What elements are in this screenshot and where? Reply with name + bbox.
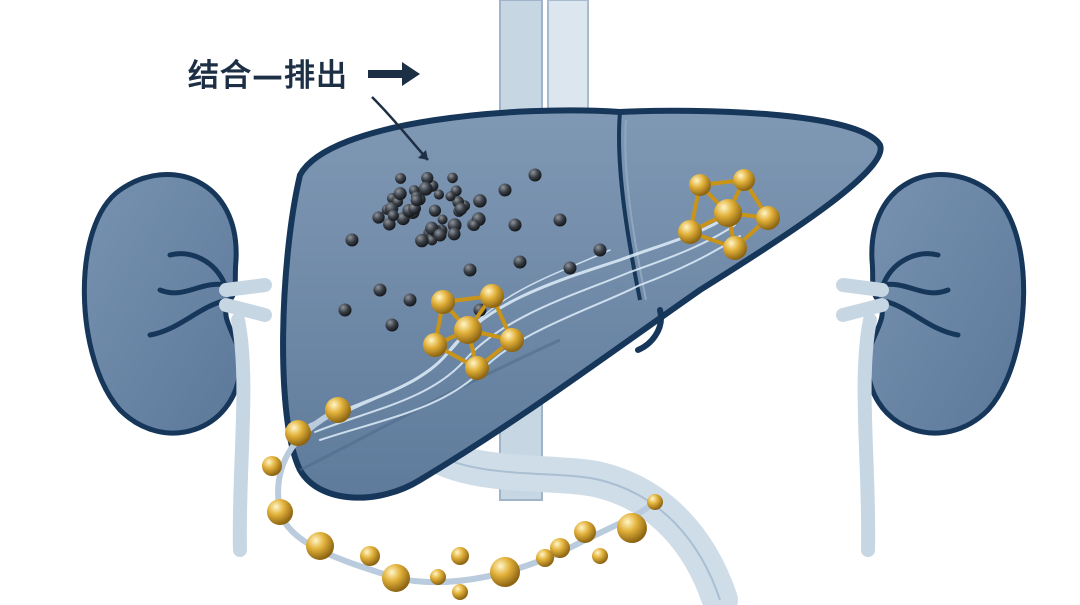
- gold-bead-chain: [262, 397, 663, 600]
- right-kidney: [836, 172, 1027, 557]
- toxin-dot: [437, 214, 448, 225]
- toxin-dot: [373, 283, 387, 297]
- annotation-label: 结合—排出: [188, 58, 348, 94]
- toxin-dot: [421, 171, 434, 185]
- toxin-dot: [345, 233, 359, 247]
- gold-atom: [500, 328, 524, 352]
- gold-bead: [647, 494, 663, 510]
- gold-atom: [423, 333, 447, 357]
- gold-bead: [325, 397, 351, 423]
- gold-bead: [536, 549, 554, 567]
- toxin-dot: [338, 303, 352, 317]
- gold-bead: [430, 569, 446, 585]
- gold-bead: [285, 420, 311, 446]
- toxin-dot: [418, 181, 433, 196]
- toxin-particles: [338, 168, 607, 332]
- toxin-dot: [447, 227, 461, 241]
- left-kidney: [81, 172, 272, 557]
- gold-atom: [723, 236, 747, 260]
- gold-atom: [431, 290, 455, 314]
- toxin-dot: [415, 233, 429, 248]
- toxin-dot: [433, 228, 447, 242]
- toxin-dot: [454, 202, 468, 216]
- toxin-dot: [445, 191, 456, 202]
- gold-atom: [689, 174, 711, 196]
- right-arrow-icon: [368, 62, 420, 86]
- toxin-dot: [593, 243, 607, 257]
- gold-bead: [306, 532, 334, 560]
- gold-atom: [465, 356, 489, 380]
- gold-bead: [592, 548, 608, 564]
- gold-atom: [756, 206, 780, 230]
- gold-bead: [617, 513, 647, 543]
- toxin-dot: [468, 219, 480, 231]
- toxin-dot: [513, 255, 527, 269]
- gold-atom: [714, 199, 742, 227]
- gold-bead: [262, 456, 282, 476]
- toxin-dot: [528, 168, 542, 182]
- gold-bead: [451, 547, 469, 565]
- toxin-dot: [410, 194, 423, 207]
- gold-atom: [678, 220, 702, 244]
- gold-bead: [382, 564, 410, 592]
- liver: [280, 107, 884, 501]
- toxin-dot: [387, 210, 399, 222]
- gold-bead: [267, 499, 293, 525]
- toxin-dot: [433, 189, 445, 200]
- gold-molecule-cluster: [678, 169, 780, 260]
- gold-atom: [454, 316, 482, 344]
- gold-atom: [733, 169, 755, 191]
- gold-bead: [360, 546, 380, 566]
- gold-bead: [490, 557, 520, 587]
- right-ureter: [857, 313, 877, 557]
- toxin-dot: [403, 293, 417, 307]
- gold-bead: [550, 538, 570, 558]
- toxin-dot: [563, 261, 577, 275]
- toxin-dot: [383, 217, 396, 231]
- toxin-dot: [428, 204, 442, 217]
- gold-bead: [452, 584, 468, 600]
- toxin-dot: [463, 263, 477, 277]
- gold-atom: [480, 284, 504, 308]
- toxin-dot: [508, 218, 522, 232]
- toxin-dot: [553, 213, 567, 227]
- left-ureter: [231, 313, 251, 557]
- toxin-dot: [473, 194, 487, 208]
- toxin-dot: [498, 183, 512, 197]
- gold-molecule-cluster: [423, 284, 524, 380]
- toxin-dot: [447, 172, 458, 184]
- toxin-dot: [395, 172, 407, 184]
- toxin-dot: [385, 318, 399, 332]
- toxin-dot: [372, 211, 385, 224]
- toxin-dot: [393, 187, 407, 201]
- gold-bead: [574, 521, 596, 543]
